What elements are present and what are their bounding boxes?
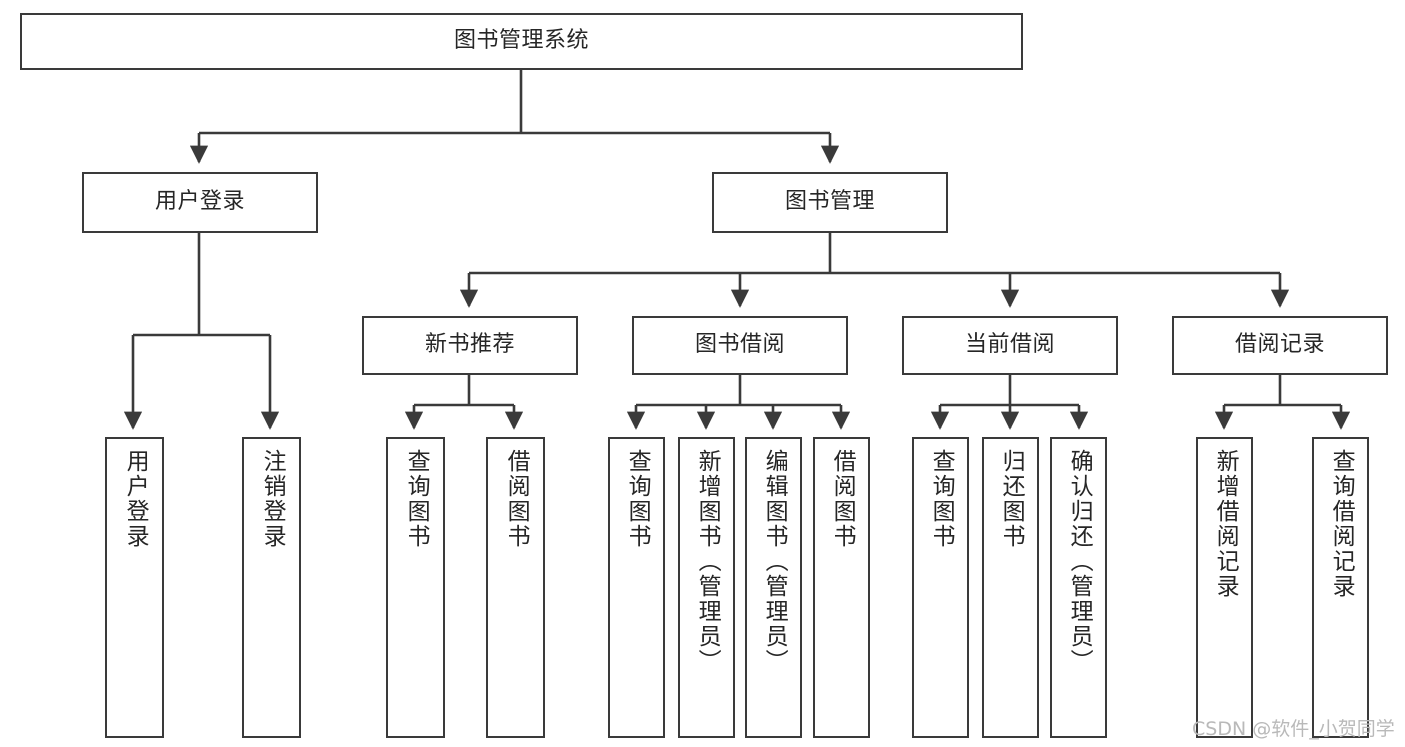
node-new-book-recommend-label: 新书推荐	[424, 332, 515, 358]
leaf-add-record-label: 新增借阅记录	[1212, 449, 1239, 599]
leaf-borrow-book-2[interactable]: 借阅图书	[813, 437, 870, 738]
leaf-query-book-1-label: 查询图书	[403, 449, 430, 549]
node-book-manage-label: 图书管理	[784, 189, 875, 215]
leaf-query-record[interactable]: 查询借阅记录	[1312, 437, 1369, 738]
node-user-login-label: 用户登录	[154, 189, 245, 215]
leaf-query-book-2[interactable]: 查询图书	[608, 437, 665, 738]
node-book-manage[interactable]: 图书管理	[712, 172, 948, 233]
node-book-borrow-label: 图书借阅	[694, 332, 785, 358]
csdn-watermark: CSDN @软件_小贺同学	[1192, 718, 1395, 740]
leaf-query-book-3[interactable]: 查询图书	[912, 437, 969, 738]
leaf-add-book[interactable]: 新增图书（管理员）	[678, 437, 735, 738]
leaf-add-record[interactable]: 新增借阅记录	[1196, 437, 1253, 738]
leaf-edit-book-label: 编辑图书（管理员）	[761, 449, 788, 674]
leaf-user-login-label: 用户登录	[122, 449, 149, 549]
leaf-logout-label: 注销登录	[259, 449, 286, 549]
node-root[interactable]: 图书管理系统	[20, 13, 1023, 70]
node-book-borrow[interactable]: 图书借阅	[632, 316, 848, 375]
leaf-borrow-book-1[interactable]: 借阅图书	[486, 437, 545, 738]
leaf-edit-book[interactable]: 编辑图书（管理员）	[745, 437, 802, 738]
leaf-query-book-1[interactable]: 查询图书	[386, 437, 445, 738]
leaf-query-book-3-label: 查询图书	[928, 449, 955, 549]
node-current-borrow-label: 当前借阅	[964, 332, 1055, 358]
leaf-borrow-book-1-label: 借阅图书	[503, 449, 530, 549]
leaf-borrow-book-2-label: 借阅图书	[829, 449, 856, 549]
node-current-borrow[interactable]: 当前借阅	[902, 316, 1118, 375]
node-borrow-record-label: 借阅记录	[1234, 332, 1325, 358]
node-new-book-recommend[interactable]: 新书推荐	[362, 316, 578, 375]
node-borrow-record[interactable]: 借阅记录	[1172, 316, 1388, 375]
leaf-query-book-2-label: 查询图书	[624, 449, 651, 549]
leaf-confirm-return-label: 确认归还（管理员）	[1066, 449, 1093, 674]
leaf-query-record-label: 查询借阅记录	[1328, 449, 1355, 599]
leaf-confirm-return[interactable]: 确认归还（管理员）	[1050, 437, 1107, 738]
leaf-user-login[interactable]: 用户登录	[105, 437, 164, 738]
leaf-return-book-label: 归还图书	[998, 449, 1025, 549]
leaf-logout[interactable]: 注销登录	[242, 437, 301, 738]
node-root-label: 图书管理系统	[453, 28, 589, 54]
node-user-login[interactable]: 用户登录	[82, 172, 318, 233]
leaf-add-book-label: 新增图书（管理员）	[694, 449, 721, 674]
leaf-return-book[interactable]: 归还图书	[982, 437, 1039, 738]
